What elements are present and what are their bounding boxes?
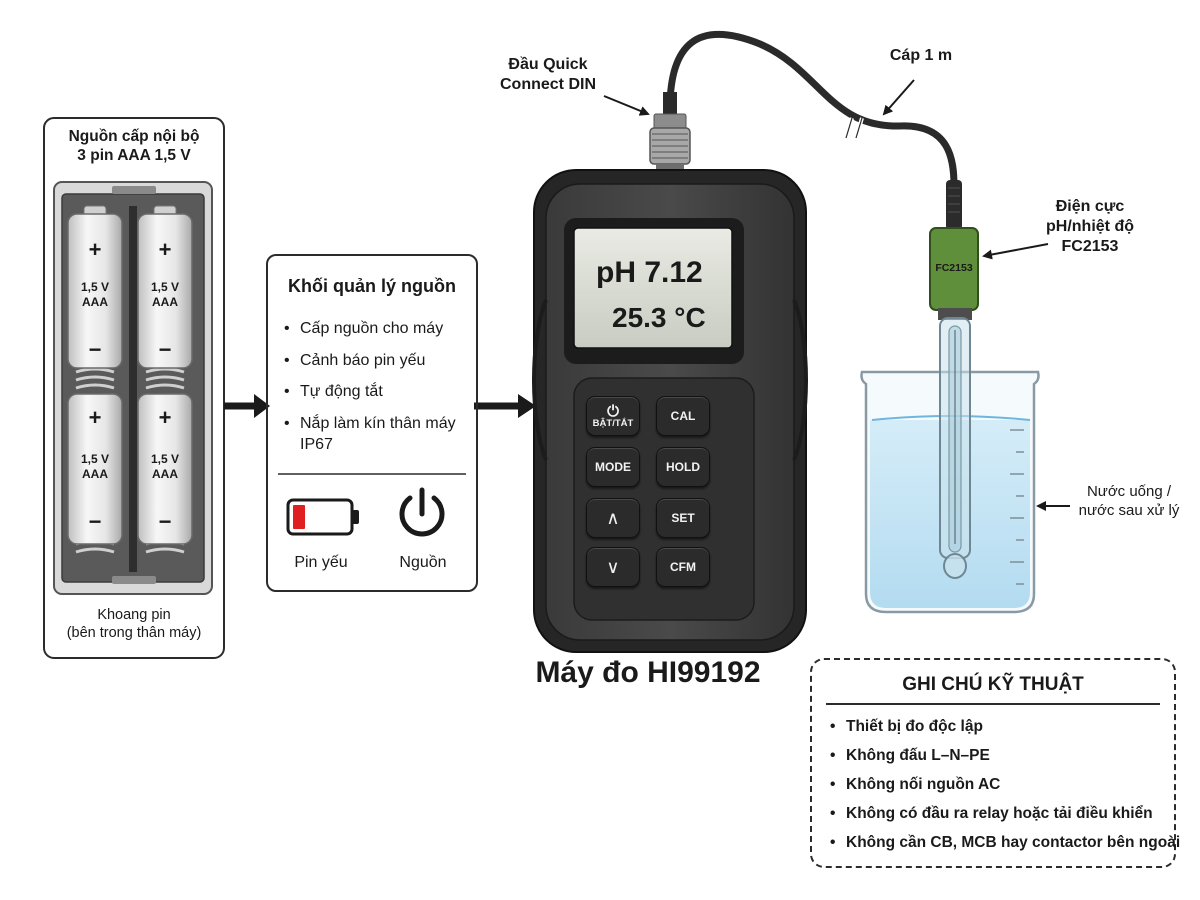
cable-label: Cáp 1 m bbox=[889, 47, 953, 64]
low-battery-label: Pin yếu bbox=[294, 554, 348, 571]
cell-1-minus: − bbox=[88, 337, 102, 362]
lcd-temp-reading: 25.3 °C bbox=[612, 302, 706, 333]
technical-notes-divider bbox=[826, 703, 1160, 705]
beaker-label-line2: nước sau xử lý bbox=[1078, 501, 1180, 519]
battery-cell-2 bbox=[137, 205, 193, 369]
cell-3-label: 1,5 V AAA bbox=[65, 452, 125, 482]
electrode-label: Điện cực pH/nhiệt độ FC2153 bbox=[1030, 197, 1150, 257]
technical-notes-list: Thiết bị đo độc lập Không đấu L–N–PE Khô… bbox=[830, 712, 1180, 857]
electrode bbox=[929, 180, 979, 579]
lcd-screen bbox=[573, 227, 733, 349]
power-button[interactable]: ⏻ BẬT/TẮT bbox=[586, 396, 640, 436]
technical-note-item: Không cần CB, MCB hay contactor bên ngoà… bbox=[830, 828, 1180, 857]
quick-connect-din-connector bbox=[649, 92, 691, 178]
technical-note-item: Không có đầu ra relay hoặc tải điều khiể… bbox=[830, 799, 1180, 828]
battery-caption-line1: Khoang pin bbox=[97, 607, 171, 623]
electrode-label-line3: FC2153 bbox=[1061, 238, 1119, 255]
connector-label-line2: Connect DIN bbox=[500, 76, 596, 93]
electrode-label-line2: pH/nhiệt độ bbox=[1046, 218, 1134, 235]
battery-panel-title: Nguồn cấp nội bộ 3 pin AAA 1,5 V bbox=[44, 127, 224, 166]
cell-1-label: 1,5 V AAA bbox=[65, 280, 125, 310]
connector-label-line1: Đầu Quick bbox=[508, 56, 588, 73]
power-management-panel: Khối quản lý nguồn Cấp nguồn cho máy Cản… bbox=[266, 254, 478, 592]
technical-note-item: Thiết bị đo độc lập bbox=[830, 712, 1180, 741]
power-feature-item: Cảnh báo pin yếu bbox=[284, 350, 468, 372]
cell-3-plus: + bbox=[88, 405, 102, 430]
battery-cell-4 bbox=[137, 393, 193, 545]
power-feature-item: Nắp làm kín thân máy IP67 bbox=[284, 413, 468, 456]
cell-2-label: 1,5 V AAA bbox=[135, 280, 195, 310]
cfm-button[interactable]: CFM bbox=[656, 547, 710, 587]
lcd-ph-reading: pH 7.12 bbox=[596, 256, 703, 289]
power-features-list: Cấp nguồn cho máy Cảnh báo pin yếu Tự độ… bbox=[284, 318, 468, 466]
mode-button[interactable]: MODE bbox=[586, 447, 640, 487]
cell-2-plus: + bbox=[158, 237, 172, 262]
power-panel-title: Khối quản lý nguồn bbox=[288, 276, 456, 296]
cell-4-plus: + bbox=[158, 405, 172, 430]
battery-panel-title-line1: Nguồn cấp nội bộ bbox=[68, 128, 200, 145]
electrode-body-text: FC2153 bbox=[935, 262, 973, 274]
technical-note-item: Không đấu L–N–PE bbox=[830, 741, 1180, 770]
electrode-pointer bbox=[982, 243, 1049, 260]
battery-cell-3 bbox=[67, 393, 123, 545]
up-button[interactable]: ∧ bbox=[586, 498, 640, 538]
hold-button[interactable]: HOLD bbox=[656, 447, 710, 487]
cell-1-plus: + bbox=[88, 237, 102, 262]
power-feature-item: Cấp nguồn cho máy bbox=[284, 318, 468, 340]
technical-notes-box: GHI CHÚ KỸ THUẬT Thiết bị đo độc lập Khô… bbox=[810, 658, 1180, 868]
cal-button[interactable]: CAL bbox=[656, 396, 710, 436]
power-feature-item: Tự động tắt bbox=[284, 381, 468, 403]
cell-4-voltage: 1,5 V bbox=[150, 452, 180, 466]
cable-pointer bbox=[882, 79, 915, 116]
low-battery-fill bbox=[293, 505, 305, 529]
power-icon bbox=[399, 487, 445, 537]
power-button-icon: ⏻ bbox=[607, 402, 619, 420]
beaker-label: Nước uống / nước sau xử lý bbox=[1068, 483, 1190, 521]
cell-1-type: AAA bbox=[82, 295, 108, 309]
cell-1-voltage: 1,5 V bbox=[80, 280, 110, 294]
cell-2-type: AAA bbox=[152, 295, 178, 309]
cell-4-minus: − bbox=[158, 509, 172, 534]
connector-label: Đầu Quick Connect DIN bbox=[486, 55, 610, 95]
power-button-label: BẬT/TẮT bbox=[592, 417, 634, 429]
cable bbox=[666, 30, 958, 190]
cell-3-minus: − bbox=[88, 509, 102, 534]
battery-caption: Khoang pin (bên trong thân máy) bbox=[44, 606, 224, 642]
power-label: Nguồn bbox=[399, 554, 447, 571]
connector-pointer bbox=[603, 95, 650, 116]
cell-3-voltage: 1,5 V bbox=[80, 452, 110, 466]
low-battery-icon bbox=[286, 498, 359, 536]
down-button[interactable]: ∨ bbox=[586, 547, 640, 587]
battery-cell-1 bbox=[67, 205, 123, 369]
meter-model-label: Máy đo HI99192 bbox=[535, 656, 761, 689]
cell-2-voltage: 1,5 V bbox=[150, 280, 180, 294]
cell-4-type: AAA bbox=[152, 467, 178, 481]
electrode-label-line1: Điện cực bbox=[1055, 198, 1125, 215]
technical-notes-title: GHI CHÚ KỸ THUẬT bbox=[902, 674, 1084, 695]
cell-3-type: AAA bbox=[82, 467, 108, 481]
set-button[interactable]: SET bbox=[656, 498, 710, 538]
cell-4-label: 1,5 V AAA bbox=[135, 452, 195, 482]
beaker-label-line1: Nước uống / bbox=[1086, 483, 1172, 500]
cell-2-minus: − bbox=[158, 337, 172, 362]
technical-note-item: Không nối nguồn AC bbox=[830, 770, 1180, 799]
battery-caption-line2: (bên trong thân máy) bbox=[66, 625, 202, 642]
battery-panel-title-line2: 3 pin AAA 1,5 V bbox=[77, 147, 191, 165]
